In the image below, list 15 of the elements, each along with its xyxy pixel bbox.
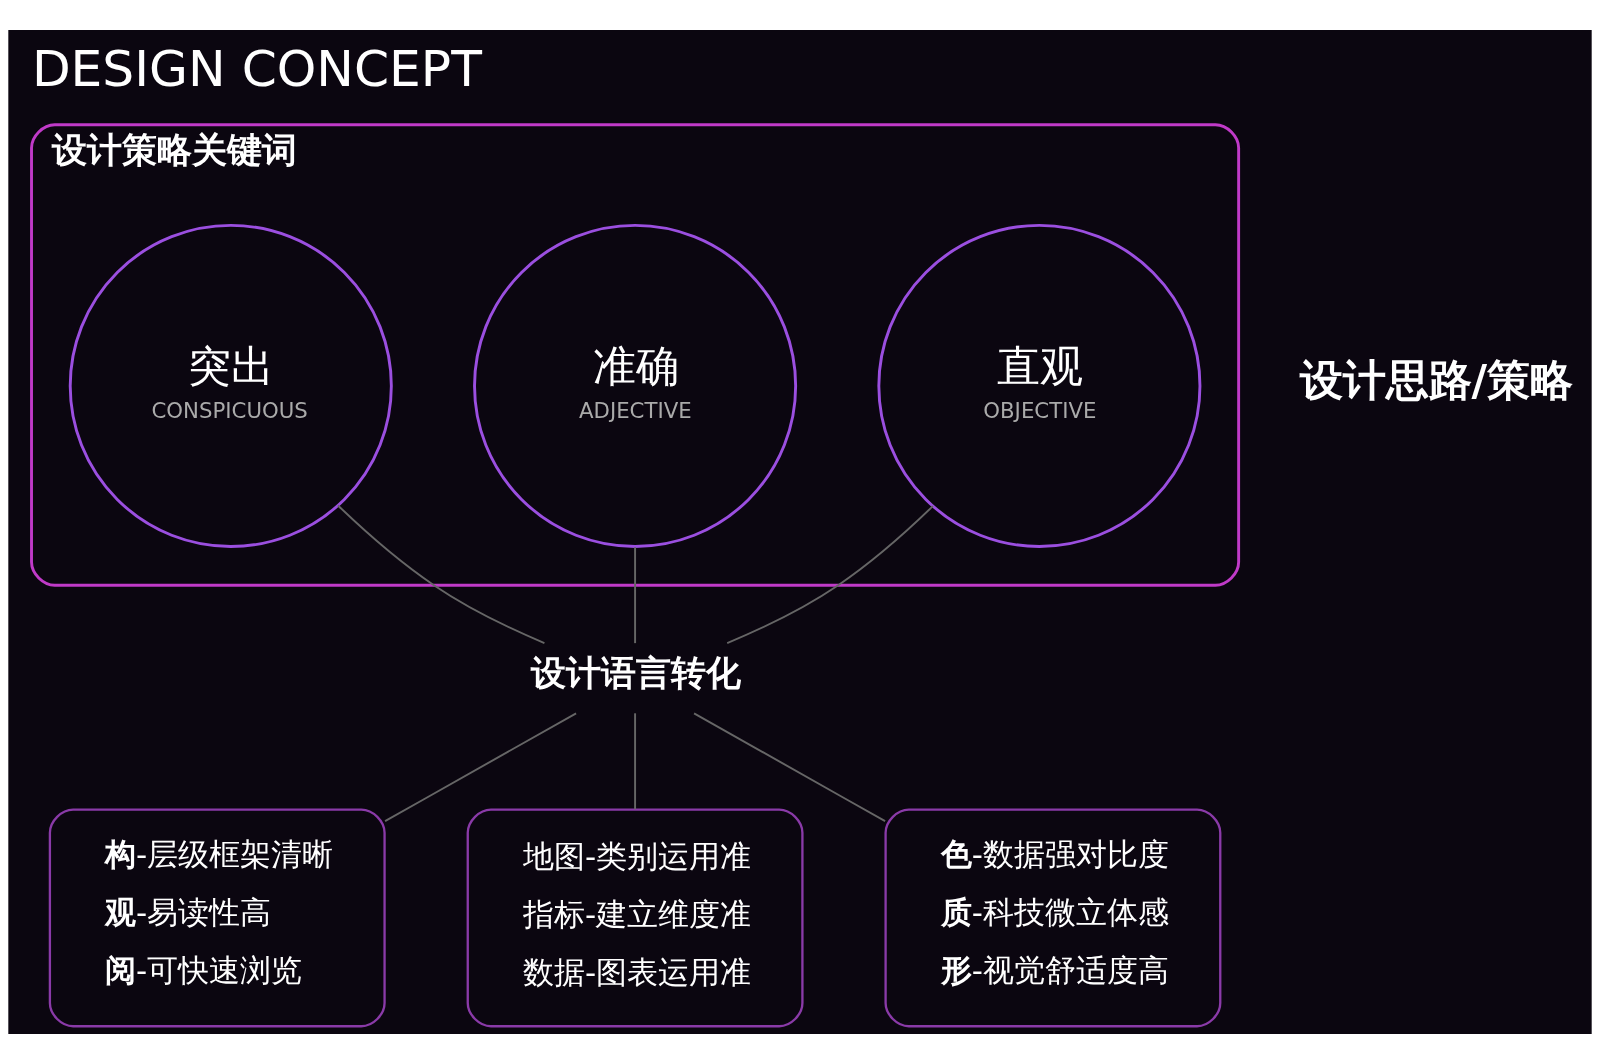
node-box: 构-层级框架清晰 观-易读性高 阅-可快速浏览 [48, 808, 386, 1028]
diagram-title: DESIGN CONCEPT [31, 38, 482, 98]
label: 设计思路/策略 [1299, 355, 1574, 405]
node-box: 色-数据强对比度 质-科技微立体感 形-视觉舒适度高 [884, 808, 1222, 1028]
connector [726, 505, 934, 644]
connector [634, 546, 637, 645]
node-box: 地图-类别运用准 指标-建立维度准 数据-图表运用准 [466, 808, 804, 1028]
connector [337, 504, 546, 644]
connector [634, 712, 637, 811]
connector [693, 712, 887, 823]
node-circle: 突出 CONSPICUOUS [68, 223, 393, 548]
node-text: 设计语言转化 [530, 652, 741, 693]
node-circle: 直观 OBJECTIVE [877, 223, 1202, 548]
node-circle: 准确 ADJECTIVE [473, 223, 798, 548]
connector [384, 712, 578, 823]
